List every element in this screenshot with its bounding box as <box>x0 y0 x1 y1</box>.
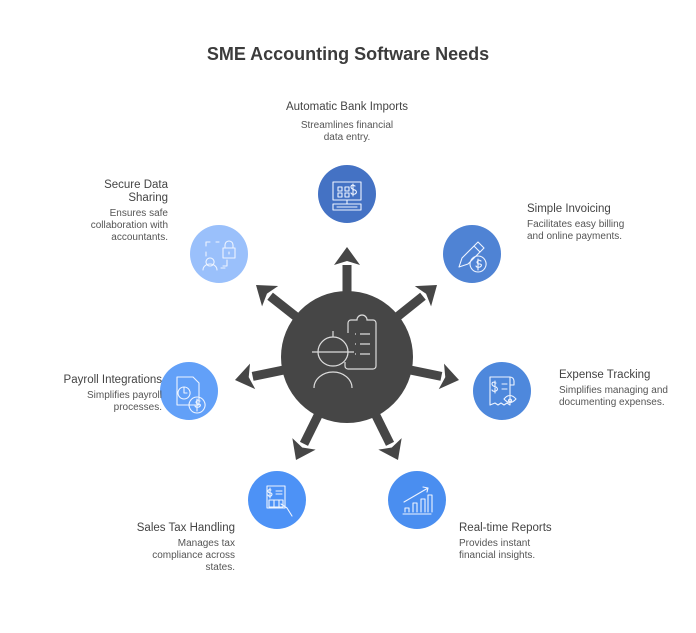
item-desc: Simplifies payroll processes. <box>86 390 162 413</box>
item-desc: Provides instant financial insights. <box>459 538 536 561</box>
clock-dollar-document-icon <box>176 376 206 414</box>
node-payroll-integrations <box>160 362 218 420</box>
receipt-eye-icon <box>489 376 517 406</box>
item-desc: Simplifies managing and documenting expe… <box>559 385 668 408</box>
label-simple-invoicing: Simple Invoicing Facilitates easy billin… <box>527 203 637 243</box>
bank-terminal-icon <box>332 181 362 211</box>
label-secure-data-sharing: Secure Data Sharing Ensures safe collabo… <box>90 179 168 244</box>
bar-chart-trend-icon <box>402 486 433 515</box>
item-desc: Streamlines financial data entry. <box>300 120 394 143</box>
user-lock-icon <box>202 240 236 271</box>
item-title: Simple Invoicing <box>527 203 611 215</box>
node-expense-tracking <box>473 362 531 420</box>
label-real-time-reports: Real-time Reports Provides instant finan… <box>459 522 559 562</box>
node-simple-invoicing <box>443 225 501 283</box>
tax-calculator-icon <box>266 485 293 517</box>
item-desc: Facilitates easy billing and online paym… <box>527 219 625 242</box>
node-secure-data-sharing <box>190 225 248 283</box>
label-payroll-integrations: Payroll Integrations Simplifies payroll … <box>30 374 162 414</box>
node-real-time-reports <box>388 471 446 529</box>
item-title: Automatic Bank Imports <box>285 101 409 113</box>
label-sales-tax-handling: Sales Tax Handling Manages tax complianc… <box>130 522 235 574</box>
item-title: Payroll Integrations <box>63 374 162 386</box>
item-title: Secure Data Sharing <box>104 179 168 204</box>
center-hub <box>281 291 413 423</box>
worker-clipboard-icon <box>312 314 377 389</box>
node-sales-tax-handling <box>248 471 306 529</box>
item-title: Expense Tracking <box>559 369 651 381</box>
pencil-dollar-icon <box>458 241 487 273</box>
item-desc: Manages tax compliance across states. <box>152 538 235 573</box>
node-automatic-bank-imports <box>318 165 376 223</box>
label-expense-tracking: Expense Tracking Simplifies managing and… <box>559 369 669 409</box>
item-desc: Ensures safe collaboration with accounta… <box>90 208 168 243</box>
diagram-title: SME Accounting Software Needs <box>206 44 490 64</box>
label-automatic-bank-imports: Automatic Bank Imports Streamlines finan… <box>262 101 432 144</box>
item-title: Sales Tax Handling <box>136 522 235 534</box>
item-title: Real-time Reports <box>459 522 552 534</box>
